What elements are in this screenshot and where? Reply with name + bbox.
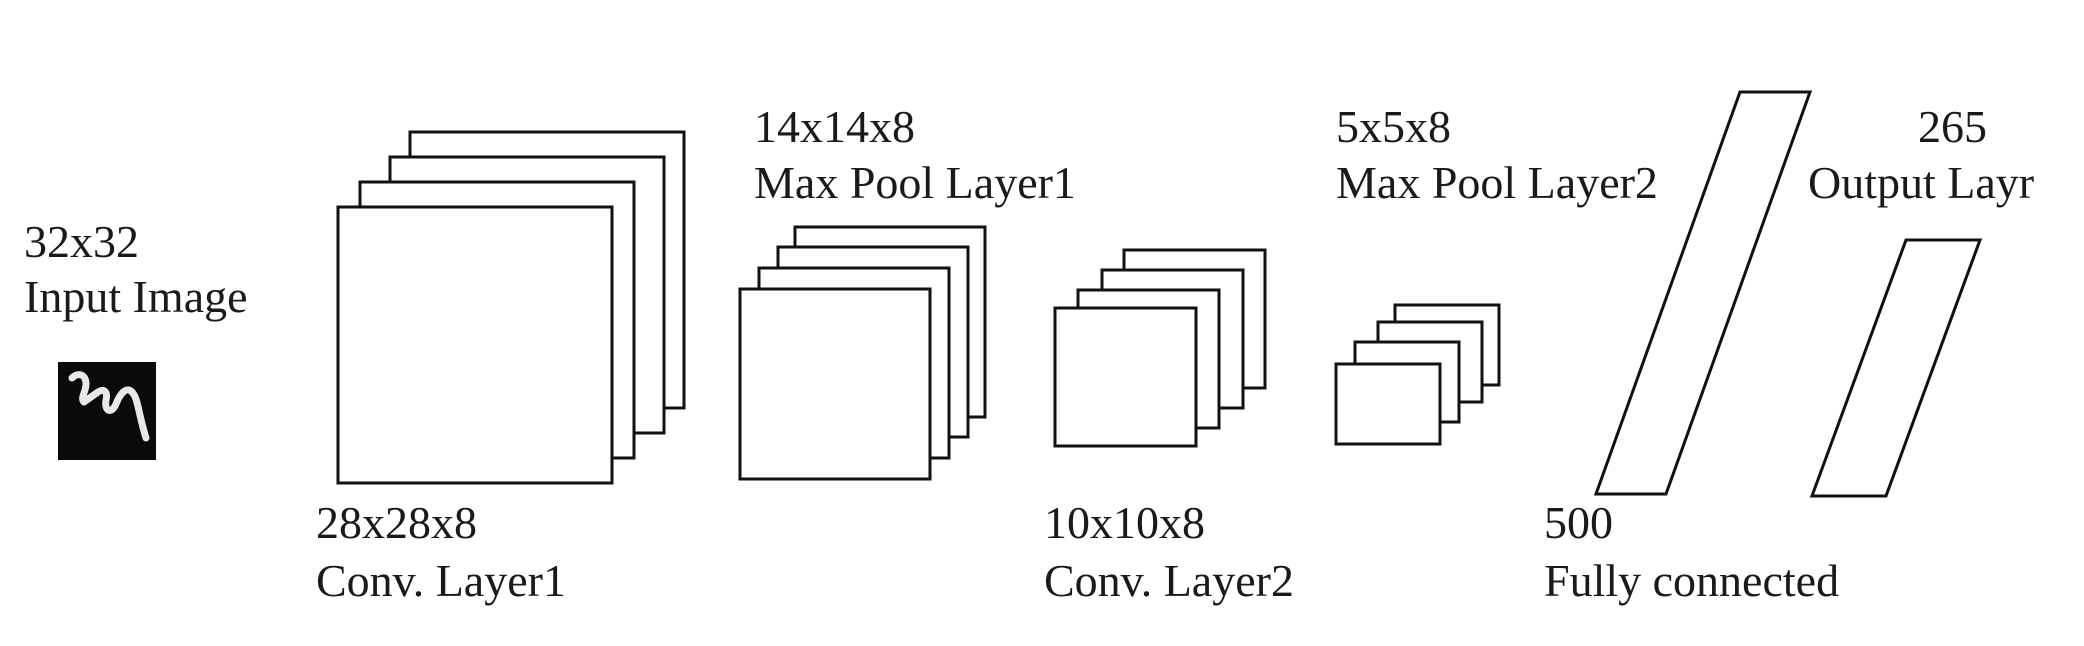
conv2-name-label: Conv. Layer2 [1044,555,1294,606]
fully-connected-layer [1593,90,1813,496]
conv1-feature-maps [336,130,686,485]
output-layer [1809,238,1983,498]
conv2-size-label: 10x10x8 [1044,497,1205,548]
pool2-feature-maps [1334,303,1501,446]
output-size-label: 265 [1918,101,1987,152]
pool2-sheet-1 [1334,362,1442,446]
conv1-name-label: Conv. Layer1 [316,555,566,606]
conv1-sheet-1 [336,205,614,485]
handwritten-character-thumbnail-icon [58,362,156,460]
fc-size-label: 500 [1544,497,1613,548]
conv2-feature-maps [1053,248,1267,448]
conv1-size-label: 28x28x8 [316,497,477,548]
pool2-size-label: 5x5x8 [1336,101,1451,152]
output-name-label: Output Layr [1808,157,2034,208]
input-image-block: 32x32 Input Image [24,216,248,460]
pool1-feature-maps [738,225,987,481]
input-size-label: 32x32 [24,216,139,267]
pool1-sheet-1 [738,287,932,481]
fc-name-label: Fully connected [1544,555,1839,606]
conv2-sheet-1 [1053,306,1198,448]
pool1-size-label: 14x14x8 [754,101,915,152]
input-name-label: Input Image [24,271,248,322]
pool2-name-label: Max Pool Layer2 [1336,157,1658,208]
pool1-name-label: Max Pool Layer1 [754,157,1076,208]
